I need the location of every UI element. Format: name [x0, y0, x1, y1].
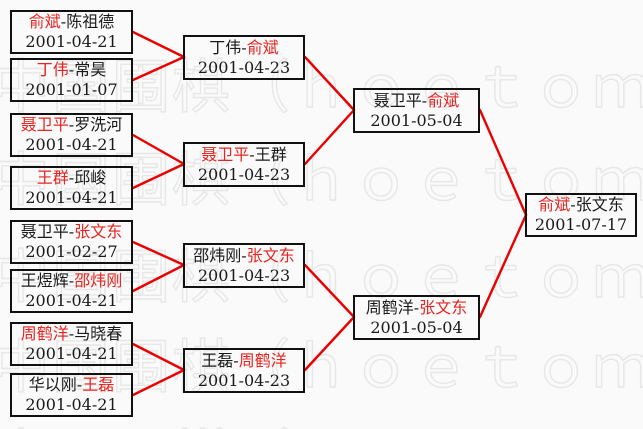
player1-name: 聂卫平 — [373, 90, 422, 110]
player1-name: 俞斌 — [28, 12, 61, 31]
player1-name: 丁伟 — [36, 60, 69, 79]
match-players: 王煜辉-邵炜刚 — [21, 271, 122, 291]
match-date: 2001-04-21 — [25, 395, 118, 414]
player2-name: 常昊 — [74, 60, 107, 79]
match-date: 2001-04-23 — [197, 370, 291, 390]
players-separator: - — [570, 195, 576, 214]
players-separator: - — [60, 12, 67, 31]
match-date: 2001-04-23 — [197, 57, 291, 77]
match-box-r1-4: 王群-邱峻 2001-04-21 — [10, 166, 133, 210]
player2-name: 马晓春 — [74, 324, 123, 343]
match-box-r1-2: 丁伟-常昊 2001-01-07 — [10, 58, 133, 102]
player1-name: 王群 — [36, 168, 69, 187]
player2-name: 周鹤洋 — [238, 350, 287, 370]
player2-name: 张文东 — [74, 222, 123, 241]
match-date: 2001-04-23 — [197, 265, 291, 285]
match-players: 王磊-周鹤洋 — [201, 351, 286, 371]
players-separator: - — [76, 375, 83, 394]
match-box-r1-1: 俞斌-陈祖德 2001-04-21 — [10, 10, 133, 54]
match-box-r1-5: 聂卫平-张文东 2001-02-27 — [10, 220, 133, 264]
players-separator: - — [421, 90, 428, 110]
match-date: 2001-02-27 — [25, 242, 118, 261]
player2-name: 王群 — [254, 144, 287, 164]
player1-name: 聂卫平 — [201, 144, 250, 164]
player2-name: 俞斌 — [246, 37, 279, 57]
watermark-text: 中国围棋（ｈｏｅｔｏｍ．ｃｏｍ） — [0, 410, 643, 429]
player2-name: 俞斌 — [427, 90, 460, 110]
player1-name: 周鹤洋 — [20, 324, 69, 343]
players-separator: - — [233, 350, 239, 370]
player1-name: 丁伟 — [209, 37, 242, 57]
players-separator: - — [241, 245, 247, 265]
match-date: 2001-04-21 — [25, 135, 118, 154]
player2-name: 张文东 — [575, 195, 624, 214]
players-separator: - — [68, 60, 75, 79]
match-box-r2-2: 聂卫平-王群 2001-04-23 — [183, 142, 305, 187]
player2-name: 张文东 — [246, 245, 295, 265]
player2-name: 邵炜刚 — [74, 271, 123, 290]
player2-name: 王磊 — [82, 375, 115, 394]
match-players: 俞斌-陈祖德 — [29, 12, 114, 32]
match-box-r2-3: 邵炜刚-张文东 2001-04-23 — [183, 243, 305, 288]
match-players: 周鹤洋-张文东 — [366, 298, 467, 318]
player1-name: 聂卫平 — [20, 115, 69, 134]
match-players: 俞斌-张文东 — [538, 195, 623, 215]
match-box-sf-1: 聂卫平-俞斌 2001-05-04 — [353, 88, 480, 133]
match-box-r1-8: 华以刚-王磊 2001-04-21 — [10, 373, 133, 417]
match-date: 2001-05-04 — [370, 317, 463, 337]
match-players: 华以刚-王磊 — [29, 375, 114, 395]
players-separator: - — [413, 297, 420, 317]
match-players: 王群-邱峻 — [37, 168, 106, 188]
match-box-r2-4: 王磊-周鹤洋 2001-04-23 — [183, 348, 305, 393]
match-box-r1-3: 聂卫平-罗洗河 2001-04-21 — [10, 113, 133, 157]
player1-name: 王煜辉 — [20, 271, 69, 290]
player1-name: 聂卫平 — [20, 222, 69, 241]
player2-name: 张文东 — [419, 297, 468, 317]
players-separator: - — [249, 144, 255, 164]
match-box-final: 俞斌-张文东 2001-07-17 — [525, 193, 637, 237]
match-date: 2001-07-17 — [534, 215, 628, 234]
match-players: 丁伟-俞斌 — [209, 38, 278, 58]
match-date: 2001-04-21 — [25, 32, 118, 51]
match-players: 聂卫平-罗洗河 — [21, 115, 122, 135]
match-players: 邵炜刚-张文东 — [193, 246, 294, 266]
match-players: 聂卫平-王群 — [201, 145, 286, 165]
match-date: 2001-04-21 — [25, 291, 118, 310]
match-players: 聂卫平-张文东 — [21, 222, 122, 242]
players-separator: - — [68, 115, 75, 134]
player1-name: 华以刚 — [28, 375, 77, 394]
player1-name: 王磊 — [201, 350, 234, 370]
player1-name: 邵炜刚 — [193, 245, 242, 265]
players-separator: - — [68, 324, 75, 343]
match-date: 2001-04-23 — [197, 164, 291, 184]
match-players: 丁伟-常昊 — [37, 60, 106, 80]
players-separator: - — [68, 222, 75, 241]
players-separator: - — [241, 37, 247, 57]
match-players: 聂卫平-俞斌 — [374, 91, 459, 111]
match-box-r1-7: 周鹤洋-马晓春 2001-04-21 — [10, 322, 133, 366]
player2-name: 邱峻 — [74, 168, 107, 187]
player1-name: 俞斌 — [538, 195, 571, 214]
player2-name: 罗洗河 — [74, 115, 123, 134]
match-box-r1-6: 王煜辉-邵炜刚 2001-04-21 — [10, 269, 133, 313]
match-date: 2001-04-21 — [25, 344, 118, 363]
match-box-sf-2: 周鹤洋-张文东 2001-05-04 — [353, 295, 480, 340]
player2-name: 陈祖德 — [66, 12, 115, 31]
match-date: 2001-05-04 — [370, 110, 463, 130]
match-date: 2001-04-21 — [25, 188, 118, 207]
players-separator: - — [68, 271, 75, 290]
match-date: 2001-01-07 — [25, 80, 118, 99]
player1-name: 周鹤洋 — [365, 297, 414, 317]
match-box-r2-1: 丁伟-俞斌 2001-04-23 — [183, 35, 305, 80]
match-players: 周鹤洋-马晓春 — [21, 324, 122, 344]
players-separator: - — [68, 168, 75, 187]
